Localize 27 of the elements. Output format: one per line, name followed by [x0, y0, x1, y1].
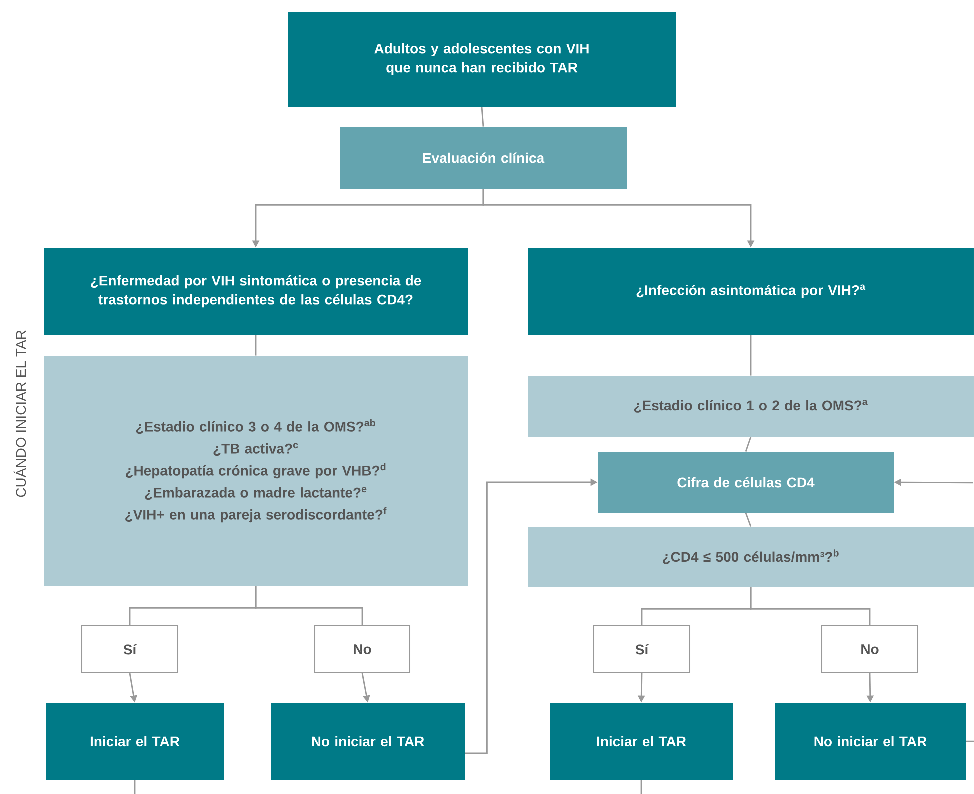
connector-line: [640, 780, 642, 794]
process-box: Iniciar el TAR: [550, 702, 733, 780]
question-box: ¿Estadio clínico 1 o 2 de la OMS?$^{a}$: [528, 376, 974, 437]
connector-line: [481, 107, 484, 127]
answer-box: No: [822, 625, 918, 674]
process-box: ¿Enfermedad por VIH sintomática o presencia de trastornos independientes de las células CD4?: [44, 248, 468, 335]
process-box: Evaluación clínica: [340, 126, 627, 189]
connector-line: [750, 587, 871, 626]
question-box: ¿CD4 ≤ 500 células/mm³?$^{b}$: [528, 526, 974, 587]
process-box: Iniciar el TAR: [46, 702, 224, 780]
connector-line: [255, 335, 257, 356]
process-box: Cifra de células CD4: [598, 452, 894, 513]
connector-line: [134, 780, 136, 794]
answer-box: No: [314, 625, 410, 674]
process-box: ¿Infección asintomática por VIH?$^{a}$: [528, 248, 974, 335]
connector-line: [966, 740, 974, 742]
process-box: No iniciar el TAR: [271, 702, 465, 780]
side-label: CUÁNDO INICIAR EL TAR: [14, 330, 26, 498]
answer-box: Sí: [594, 625, 690, 674]
process-box: Adultos y adolescentes con VIH que nunca han recibido TAR: [288, 12, 676, 107]
answer-box: Sí: [82, 625, 178, 674]
process-box: No iniciar el TAR: [775, 702, 966, 780]
connector-line: [745, 512, 752, 528]
connector-line: [745, 436, 752, 452]
connector-line: [255, 586, 364, 626]
question-box: ¿Estadio clínico 3 o 4 de la OMS?$^{ab}$ ¿TB activa?$^{c}$ ¿Hepatopatía crónica grave por VHB?$^{d}$ ¿Embarazada o madre lactante?$^{e}$ ¿VIH+ en una pareja serodiscordante?$^{f}$: [44, 356, 468, 586]
connector-line: [750, 335, 752, 376]
